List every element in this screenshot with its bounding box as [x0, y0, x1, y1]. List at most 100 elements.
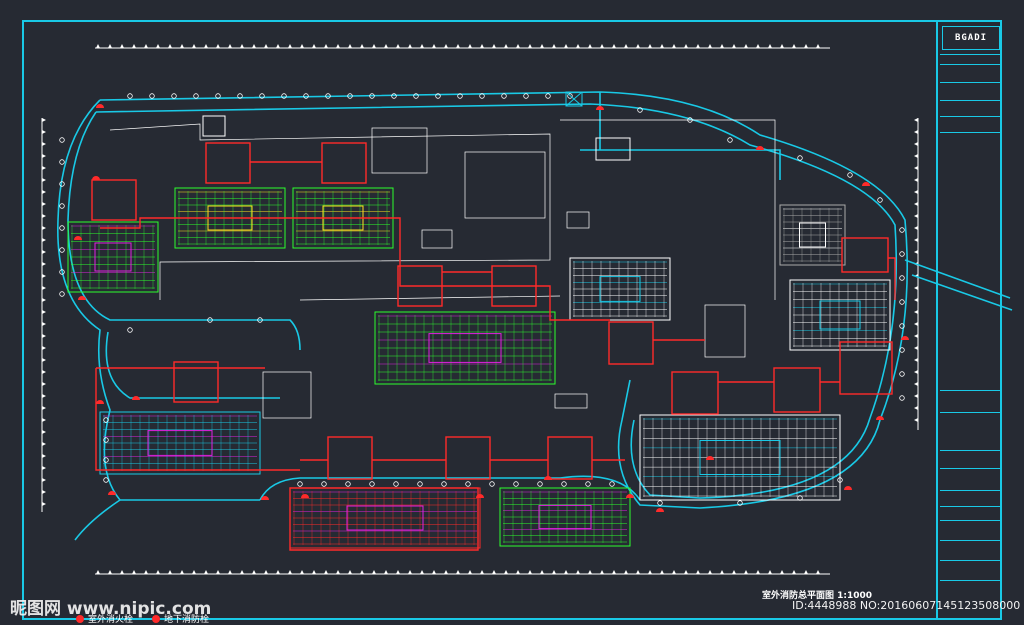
tick-mark — [120, 570, 124, 574]
tree-symbol — [103, 457, 109, 463]
tick-mark — [360, 570, 364, 574]
tree-symbols — [59, 93, 905, 506]
title-block-row — [940, 580, 1000, 581]
tick-mark — [804, 570, 808, 574]
gate-marks — [202, 91, 631, 161]
tick-mark — [468, 570, 472, 574]
tick-mark — [914, 142, 918, 146]
tick-mark — [42, 370, 46, 374]
tick-mark — [42, 298, 46, 302]
tick-mark — [276, 570, 280, 574]
tick-mark — [914, 130, 918, 134]
tick-mark — [168, 570, 172, 574]
tree-symbol — [257, 317, 263, 323]
tick-mark — [914, 238, 918, 242]
tick-mark — [696, 570, 700, 574]
tree-symbol — [391, 93, 397, 99]
tree-symbol — [413, 93, 419, 99]
tick-mark — [636, 570, 640, 574]
tick-mark — [42, 238, 46, 242]
tick-mark — [456, 570, 460, 574]
tick-mark — [42, 418, 46, 422]
tick-mark — [914, 358, 918, 362]
tick-mark — [648, 570, 652, 574]
tick-mark — [180, 44, 184, 48]
building-outline — [499, 487, 631, 547]
tick-mark — [648, 44, 652, 48]
tick-mark — [516, 44, 520, 48]
tick-mark — [816, 44, 820, 48]
tick-mark — [612, 570, 616, 574]
building-core — [599, 276, 641, 302]
tick-mark — [42, 286, 46, 290]
tick-mark — [204, 44, 208, 48]
tick-mark — [780, 44, 784, 48]
tree-symbol — [325, 93, 331, 99]
tick-mark — [432, 570, 436, 574]
tick-mark — [624, 570, 628, 574]
tick-mark — [684, 570, 688, 574]
tick-mark — [914, 226, 918, 230]
tree-symbol — [737, 500, 743, 506]
tree-symbol — [513, 481, 519, 487]
tick-mark — [372, 570, 376, 574]
building-core — [799, 222, 826, 248]
hydrant-marker — [261, 496, 269, 500]
tick-mark — [660, 570, 664, 574]
tick-mark — [228, 570, 232, 574]
tick-mark — [708, 44, 712, 48]
tick-mark — [528, 44, 532, 48]
building-block — [789, 279, 891, 351]
tick-mark — [914, 310, 918, 314]
tick-mark — [42, 334, 46, 338]
fire-hydrant-icon — [152, 615, 160, 623]
tick-mark — [42, 490, 46, 494]
tick-mark — [168, 44, 172, 48]
tick-mark — [42, 202, 46, 206]
tick-mark — [636, 44, 640, 48]
title-block-row — [940, 520, 1000, 521]
tree-symbol — [59, 203, 65, 209]
tick-mark — [384, 44, 388, 48]
tree-symbol — [59, 181, 65, 187]
tick-mark — [600, 44, 604, 48]
tree-symbol — [899, 395, 905, 401]
title-block-row — [940, 490, 1000, 491]
tick-mark — [156, 44, 160, 48]
building-core — [94, 242, 132, 272]
tree-symbol — [171, 93, 177, 99]
tick-mark — [42, 214, 46, 218]
hydrant-marker — [756, 146, 764, 150]
tree-symbol — [657, 500, 663, 506]
tree-symbol — [899, 251, 905, 257]
tick-mark — [348, 44, 352, 48]
title-block-row — [940, 390, 1000, 391]
tick-mark — [396, 570, 400, 574]
boundary-tick-marks — [42, 44, 918, 574]
title-block-logo: BGADI — [942, 26, 1000, 50]
tree-symbol — [837, 477, 843, 483]
tick-mark — [324, 570, 328, 574]
tick-mark — [42, 154, 46, 158]
tree-symbol — [149, 93, 155, 99]
tick-mark — [612, 44, 616, 48]
tree-symbol — [523, 93, 529, 99]
tree-symbol — [441, 481, 447, 487]
tick-mark — [42, 358, 46, 362]
title-block-row — [940, 100, 1000, 101]
tick-mark — [696, 44, 700, 48]
tree-symbol — [435, 93, 441, 99]
tick-mark — [720, 44, 724, 48]
tree-symbol — [457, 93, 463, 99]
tree-symbol — [103, 417, 109, 423]
tick-mark — [132, 44, 136, 48]
tree-symbol — [727, 137, 733, 143]
tick-mark — [42, 502, 46, 506]
tick-mark — [336, 44, 340, 48]
tree-symbol — [899, 299, 905, 305]
tick-mark — [42, 430, 46, 434]
tick-mark — [42, 142, 46, 146]
watermark-site: 昵图网 www.nipic.com — [10, 599, 212, 619]
tick-mark — [312, 570, 316, 574]
